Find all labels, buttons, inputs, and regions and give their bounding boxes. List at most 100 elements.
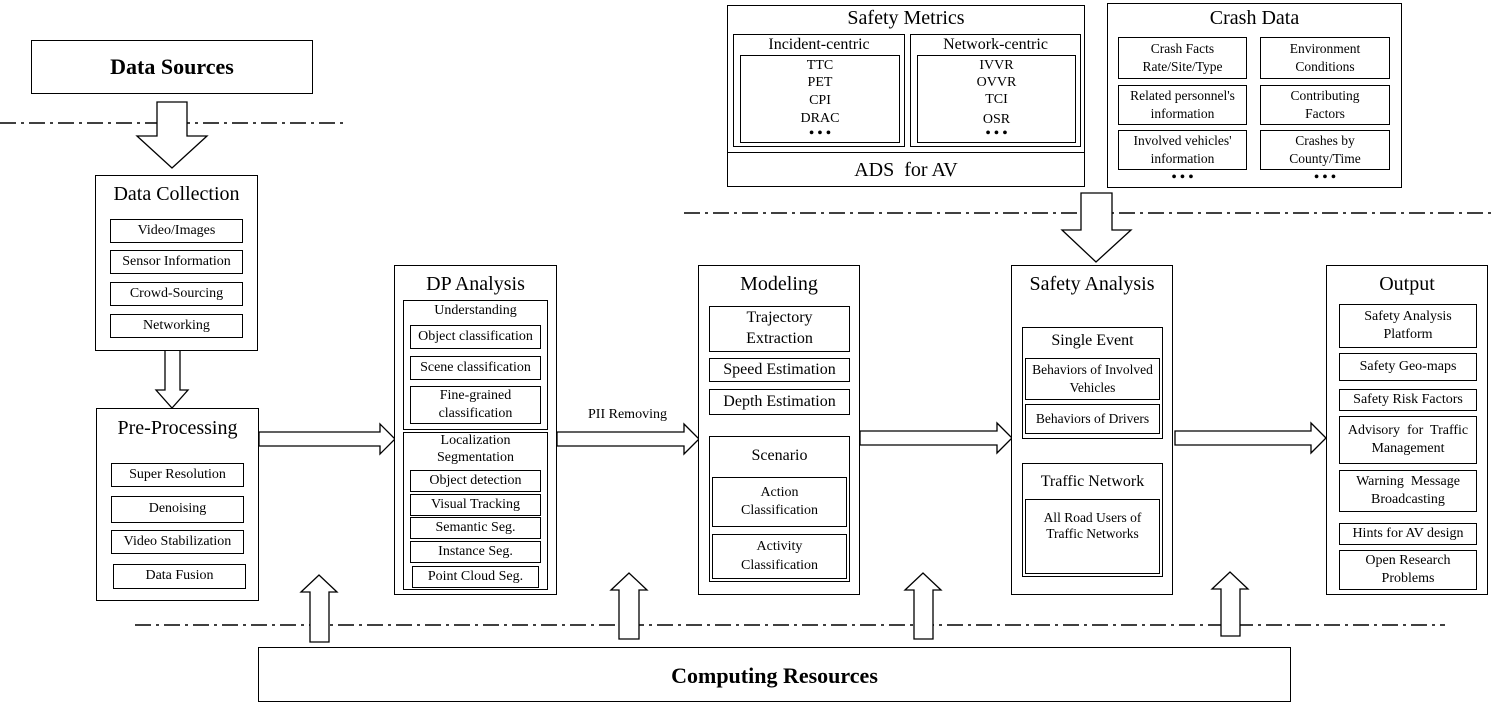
incident-centric-box: Incident-centric TTC PET CPI DRAC • • • <box>733 34 905 147</box>
data-sources-label: Data Sources <box>110 54 234 79</box>
depth-estimation-box: Depth Estimation <box>709 389 850 415</box>
behaviors-involved-vehicles-box: Behaviors of Involved Vehicles <box>1025 358 1160 400</box>
crash-facts-box: Crash Facts Rate/Site/Type <box>1118 37 1247 79</box>
incident-metrics-list: TTC PET CPI DRAC • • • <box>740 55 900 143</box>
traffic-network-box: Traffic Network All Road Users of Traffi… <box>1022 463 1163 577</box>
dp-analysis-title: DP Analysis <box>426 273 525 295</box>
object-classification-box: Object classification <box>410 325 541 349</box>
network-metrics-list: IVVR OVVR TCI OSR • • • <box>917 55 1076 143</box>
point-cloud-seg-box: Point Cloud Seg. <box>412 566 539 588</box>
denoising-box: Denoising <box>111 496 244 523</box>
action-classification-box: Action Classification <box>712 477 847 527</box>
metric-ovvr: OVVR <box>976 75 1017 90</box>
computing-resources-box: Computing Resources <box>258 647 1291 702</box>
output-title: Output <box>1379 273 1435 295</box>
sensor-information-box: Sensor Information <box>110 250 243 274</box>
safety-analysis-box: Safety Analysis Single Event Behaviors o… <box>1011 265 1173 595</box>
data-sources-box: Data Sources <box>31 40 313 94</box>
crashes-by-county-box: Crashes by County/Time <box>1260 130 1390 170</box>
arrow-right-2 <box>556 422 700 456</box>
metric-cpi: CPI <box>809 93 831 108</box>
dp-analysis-box: DP Analysis Understanding Object classif… <box>394 265 557 595</box>
crash-data-title: Crash Data <box>1209 7 1300 29</box>
crash-data-box: Crash Data Crash Facts Rate/Site/Type En… <box>1107 3 1402 188</box>
modeling-title: Modeling <box>740 273 818 295</box>
hints-av-design-box: Hints for AV design <box>1339 523 1477 545</box>
advisory-traffic-management-box: Advisory for Traffic Management <box>1339 416 1477 464</box>
safety-metrics-title: Safety Metrics <box>847 7 965 29</box>
pre-processing-title: Pre-Processing <box>117 417 238 439</box>
all-road-users-label: All Road Users of Traffic Networks <box>1043 510 1142 541</box>
ads-for-av-label: ADS for AV <box>854 159 958 181</box>
activity-classification-box: Activity Classification <box>712 534 847 579</box>
metric-drac: DRAC <box>800 111 840 126</box>
semantic-seg-box: Semantic Seg. <box>410 517 541 539</box>
metric-osr: OSR <box>982 112 1011 127</box>
pii-removing-label: PII Removing <box>588 407 667 422</box>
understanding-title: Understanding <box>434 303 517 318</box>
localization-segmentation-box: Localization Segmentation Object detecti… <box>403 432 548 590</box>
super-resolution-box: Super Resolution <box>111 463 244 487</box>
trajectory-extraction-box: Trajectory Extraction <box>709 306 850 352</box>
traffic-network-title: Traffic Network <box>1040 473 1145 490</box>
understanding-box: Understanding Object classification Scen… <box>403 300 548 430</box>
environment-conditions-box: Environment Conditions <box>1260 37 1390 79</box>
video-images-box: Video/Images <box>110 219 243 243</box>
metric-ttc: TTC <box>806 58 834 73</box>
arrow-right-3 <box>859 421 1013 455</box>
data-fusion-box: Data Fusion <box>113 564 246 589</box>
metric-tci: TCI <box>985 92 1008 107</box>
safety-analysis-platform-box: Safety Analysis Platform <box>1339 304 1477 348</box>
data-collection-box: Data Collection Video/Images Sensor Info… <box>95 175 258 351</box>
incident-more: • • • <box>809 126 831 141</box>
warning-message-broadcasting-box: Warning Message Broadcasting <box>1339 470 1477 512</box>
arrow-down-crash-data <box>1060 192 1133 263</box>
instance-seg-box: Instance Seg. <box>410 541 541 563</box>
visual-tracking-box: Visual Tracking <box>410 494 541 516</box>
single-event-title: Single Event <box>1051 332 1134 349</box>
ads-for-av-box: ADS for AV <box>728 152 1084 186</box>
arrow-right-1 <box>258 422 396 456</box>
behaviors-drivers-box: Behaviors of Drivers <box>1025 404 1160 434</box>
modeling-box: Modeling Trajectory Extraction Speed Est… <box>698 265 860 595</box>
safety-risk-factors-box: Safety Risk Factors <box>1339 389 1477 411</box>
scene-classification-box: Scene classification <box>410 356 541 380</box>
involved-vehicles-box: Involved vehicles' information <box>1118 130 1247 170</box>
arrow-down-data-sources <box>135 101 209 169</box>
fine-grained-classification-box: Fine-grained classification <box>410 386 541 424</box>
arrow-up-4 <box>1210 571 1250 637</box>
safety-geo-maps-box: Safety Geo-maps <box>1339 353 1477 381</box>
arrow-up-3 <box>903 572 943 640</box>
single-event-box: Single Event Behaviors of Involved Vehic… <box>1022 327 1163 439</box>
arrow-up-2 <box>609 572 649 640</box>
speed-estimation-box: Speed Estimation <box>709 358 850 382</box>
arrow-down-data-collection <box>154 349 190 409</box>
arrow-right-4 <box>1174 421 1327 455</box>
network-centric-box: Network-centric IVVR OVVR TCI OSR • • • <box>910 34 1081 147</box>
networking-box: Networking <box>110 314 243 338</box>
metric-pet: PET <box>807 75 833 90</box>
pre-processing-box: Pre-Processing Super Resolution Denoisin… <box>96 408 259 601</box>
crowd-sourcing-box: Crowd-Sourcing <box>110 282 243 306</box>
crash-more-right: • • • <box>1314 170 1336 185</box>
all-road-users-box: All Road Users of Traffic Networks <box>1025 499 1160 574</box>
arrow-up-1 <box>299 574 339 643</box>
network-more: • • • <box>985 126 1008 141</box>
localization-title: Localization Segmentation <box>437 433 514 465</box>
safety-analysis-title: Safety Analysis <box>1029 273 1155 295</box>
contributing-factors-box: Contributing Factors <box>1260 85 1390 125</box>
computing-resources-label: Computing Resources <box>671 663 878 688</box>
output-box: Output Safety Analysis Platform Safety G… <box>1326 265 1488 595</box>
scenario-box: Scenario Action Classification Activity … <box>709 436 850 582</box>
metric-ivvr: IVVR <box>979 58 1014 73</box>
incident-centric-title: Incident-centric <box>768 36 870 53</box>
object-detection-box: Object detection <box>410 470 541 492</box>
crash-more-left: • • • <box>1171 170 1194 185</box>
video-stabilization-box: Video Stabilization <box>111 530 244 554</box>
safety-metrics-box: Safety Metrics Incident-centric TTC PET … <box>727 5 1085 187</box>
related-personnel-box: Related personnel's information <box>1118 85 1247 125</box>
network-centric-title: Network-centric <box>943 36 1048 53</box>
open-research-problems-box: Open Research Problems <box>1339 550 1477 590</box>
